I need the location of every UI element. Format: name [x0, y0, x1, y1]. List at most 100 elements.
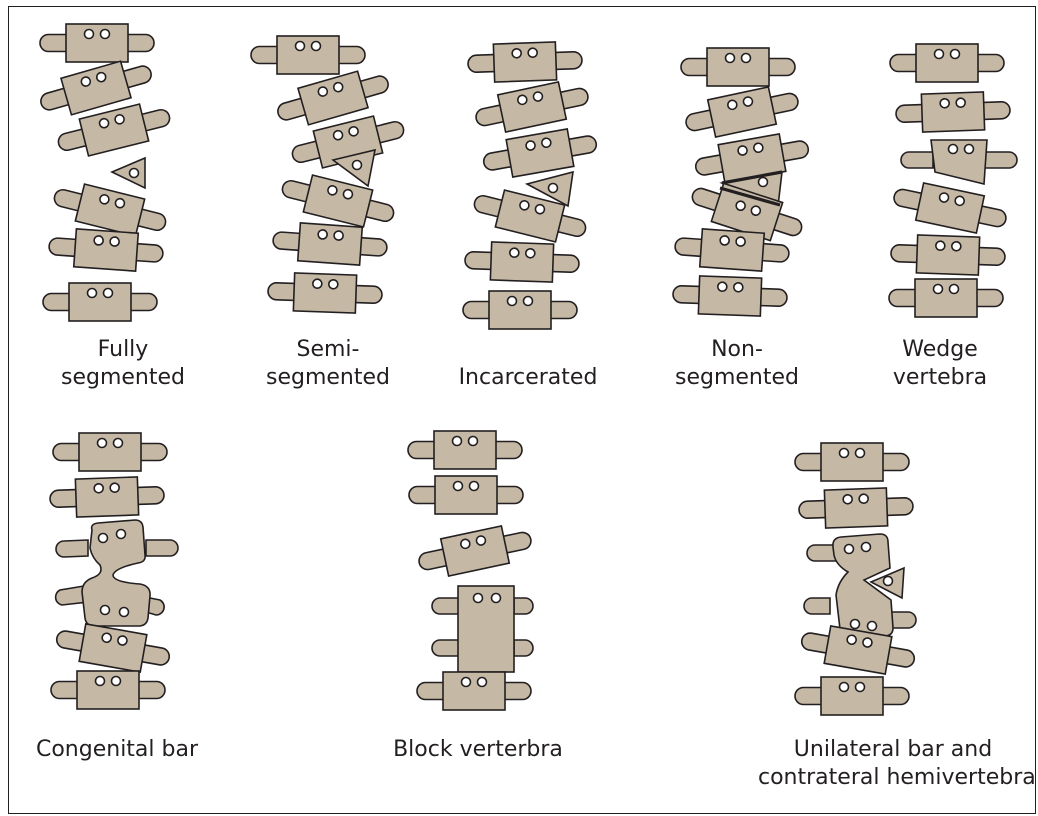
vertebral-body	[443, 672, 505, 710]
vertebra	[43, 283, 157, 321]
vertebral-body	[303, 175, 372, 227]
hole	[470, 482, 479, 491]
vertebral-body	[434, 431, 496, 469]
hole	[101, 633, 111, 643]
hole	[117, 530, 126, 539]
hole	[524, 297, 533, 306]
hole	[528, 48, 537, 57]
hole	[517, 95, 528, 106]
vertebra	[48, 227, 164, 273]
hole	[117, 635, 127, 645]
vertebra	[481, 124, 600, 181]
hole	[104, 289, 113, 298]
vertebra	[49, 476, 164, 518]
fused-body	[458, 586, 514, 672]
hole	[549, 184, 558, 193]
vertebra	[795, 443, 909, 481]
vertebra	[415, 521, 534, 582]
vertebral-body	[74, 229, 138, 271]
vertebra	[889, 279, 1003, 317]
column-incarcerated	[463, 41, 599, 329]
hole	[110, 483, 119, 492]
vertebra	[472, 77, 591, 138]
hole	[851, 620, 860, 629]
caption-block-vertebra: Block verterbra	[378, 736, 578, 764]
hole	[843, 495, 852, 504]
vertebral-body	[700, 229, 764, 271]
hole	[840, 449, 849, 458]
hole	[353, 161, 362, 170]
hole	[935, 50, 944, 59]
caption-non-segmented: Non-segmented	[672, 336, 802, 392]
hole	[114, 439, 123, 448]
hole	[934, 285, 943, 294]
hole	[476, 535, 487, 546]
column-block-vertebra	[408, 431, 535, 710]
hole	[936, 241, 945, 250]
vertebral-body	[77, 671, 139, 709]
vertebral-body	[277, 36, 339, 74]
hole	[759, 178, 768, 187]
hole	[110, 237, 120, 247]
hole	[454, 482, 463, 491]
vertebra	[417, 672, 531, 710]
hole	[884, 577, 893, 586]
column-congenital-bar	[49, 433, 178, 709]
hole	[952, 242, 961, 251]
hole	[950, 285, 959, 294]
hole	[862, 637, 872, 647]
hole	[939, 192, 950, 203]
vertebra	[890, 178, 1009, 239]
hole	[856, 683, 865, 692]
vertebra	[40, 24, 154, 62]
caption-semi-segmented: Semi-segmented	[258, 336, 398, 392]
column-unilateral-bar-hemivertebra	[795, 443, 917, 715]
vertebra	[890, 44, 1004, 82]
vertebra	[463, 291, 577, 329]
left-process	[56, 540, 88, 557]
right-process	[146, 540, 178, 556]
hole	[120, 608, 129, 617]
right-process	[985, 152, 1017, 168]
hole	[510, 248, 519, 257]
hole	[329, 280, 338, 289]
vertebral-body	[66, 24, 128, 62]
hole	[130, 169, 139, 178]
hole	[460, 539, 471, 550]
hole	[101, 606, 110, 615]
vertebra	[890, 234, 1005, 276]
vertebral-body	[921, 92, 984, 132]
hole	[951, 50, 960, 59]
hole	[474, 594, 483, 603]
column-fully-segmented	[36, 24, 174, 321]
hole	[98, 439, 107, 448]
vertebral-body	[915, 279, 977, 317]
hole	[94, 236, 104, 246]
caption-incarcerated: Incarcerated	[448, 364, 608, 392]
hole	[512, 49, 521, 58]
vertebra	[798, 487, 913, 529]
hole	[718, 282, 727, 291]
hole	[492, 594, 501, 603]
hole	[112, 677, 121, 686]
vertebra	[51, 671, 165, 709]
left-process	[807, 545, 836, 561]
vertebral-body	[441, 526, 510, 576]
left-process	[432, 598, 460, 614]
hole	[94, 484, 103, 493]
hole	[312, 42, 321, 51]
vertebra	[278, 169, 398, 233]
vertebral-body	[916, 183, 985, 233]
vertebral-body	[708, 87, 777, 137]
vertebral-body	[916, 235, 979, 275]
hole	[859, 494, 868, 503]
vertebral-body	[821, 443, 883, 481]
vertebral-body	[69, 283, 131, 321]
vertebral-body	[489, 291, 551, 329]
hole	[96, 677, 105, 686]
vertebra	[408, 431, 522, 469]
vertebra	[681, 48, 795, 86]
